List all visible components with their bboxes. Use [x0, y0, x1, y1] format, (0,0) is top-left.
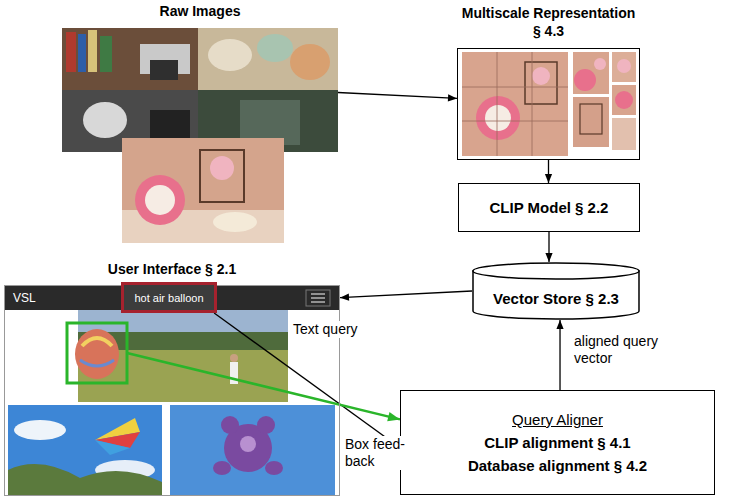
section-heading: Raw Images	[62, 3, 338, 19]
illustration-shape	[88, 30, 97, 72]
illustration-shape	[311, 293, 325, 294]
search-text: hot air balloon	[134, 292, 203, 304]
illustration-shape	[497, 52, 498, 156]
illustration-shape	[306, 290, 330, 306]
connector-arrow	[340, 291, 472, 298]
illustration-shape	[580, 104, 602, 134]
illustration-shape	[462, 121, 568, 122]
illustration-shape	[95, 440, 130, 455]
illustration-shape	[615, 91, 633, 109]
raw-photo-collage	[62, 28, 338, 243]
illustration-shape	[612, 118, 636, 150]
connector-arrow	[127, 353, 400, 419]
illustration-shape	[14, 420, 66, 440]
illustration-shape	[8, 464, 162, 496]
illustration-shape	[80, 360, 114, 366]
image-collage: Raw Images	[62, 28, 338, 243]
illustration-shape	[198, 28, 338, 90]
box-label: CLIP alignment § 4.1	[484, 434, 630, 451]
illustration-shape	[476, 96, 520, 140]
illustration-shape	[612, 52, 636, 82]
illustration-shape	[83, 102, 127, 138]
illustration-shape	[532, 67, 550, 85]
illustration-shape	[122, 138, 284, 243]
illustration-shape	[221, 416, 239, 434]
illustration-shape	[230, 354, 238, 362]
illustration-shape	[150, 60, 178, 80]
illustration-shape	[617, 59, 631, 73]
illustration-shape	[82, 338, 112, 346]
illustration-shape	[462, 87, 568, 88]
illustration-shape	[67, 323, 127, 383]
illustration-shape	[75, 329, 119, 379]
illustration-shape	[532, 52, 533, 156]
box-heading: Query Aligner	[512, 411, 603, 428]
database-cylinder: Vector Store § 2.3	[472, 262, 640, 320]
illustration-shape	[150, 110, 190, 140]
illustration-shape	[66, 32, 76, 72]
illustration-shape	[485, 105, 511, 131]
box-label: Database alignment § 4.2	[468, 457, 647, 474]
illustration-shape	[257, 34, 293, 62]
illustration-shape	[213, 212, 257, 232]
illustration-shape	[170, 405, 335, 496]
connector-arrow	[548, 232, 549, 262]
illustration-shape	[78, 34, 86, 72]
illustration-shape	[594, 58, 606, 70]
box-label: Vector Store § 2.3	[493, 290, 619, 307]
illustration-shape	[135, 175, 185, 225]
illustration-shape	[62, 28, 198, 90]
illustration-shape	[213, 461, 231, 475]
connector-arrow	[338, 93, 457, 99]
search-field: hot air balloon	[121, 282, 217, 313]
illustration-shape	[210, 156, 234, 180]
connector-arrow	[548, 160, 549, 183]
multiscale-crops	[462, 52, 636, 156]
illustration-shape	[145, 185, 175, 215]
cylinder-top	[473, 263, 639, 279]
edge-label: Text query	[291, 321, 360, 338]
illustration-shape	[311, 301, 325, 302]
illustration-shape	[573, 52, 609, 94]
illustration-shape	[257, 416, 275, 434]
box-label: CLIP Model § 2.2	[490, 199, 609, 216]
ui-window: User Interface § 2.1VSLhot air balloon	[4, 285, 340, 496]
illustration-shape	[574, 69, 596, 91]
section-heading: User Interface § 2.1	[5, 261, 339, 277]
ui-screenshot	[5, 286, 339, 496]
edge-label: aligned query vector	[572, 333, 662, 367]
app-title: VSL	[13, 291, 36, 305]
edge-label: Box feed- back	[343, 436, 411, 470]
illustration-shape	[8, 405, 162, 496]
illustration-shape	[462, 52, 568, 156]
illustration-shape	[265, 461, 283, 475]
section-heading: Multiscale Representation § 4.3	[448, 4, 649, 40]
illustration-shape	[311, 297, 325, 298]
illustration-shape	[208, 39, 252, 71]
multiscale-box: Multiscale Representation § 4.3	[457, 48, 640, 160]
illustration-shape	[525, 62, 557, 104]
connector-arrow	[559, 320, 560, 390]
process-box: CLIP Model § 2.2	[458, 183, 640, 232]
illustration-shape	[240, 436, 256, 452]
process-box: Query AlignerCLIP alignment § 4.1Databas…	[400, 390, 715, 495]
illustration-shape	[573, 97, 609, 147]
illustration-shape	[612, 85, 636, 115]
illustration-shape	[290, 44, 330, 80]
illustration-shape	[200, 150, 244, 202]
illustration-shape	[100, 36, 112, 72]
